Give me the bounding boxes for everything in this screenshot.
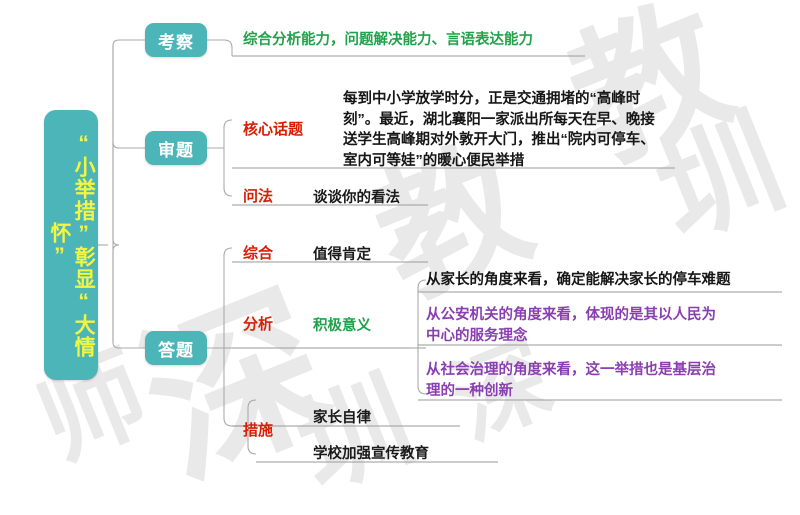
paragraph-line: 每到中小学放学时分，正是交通拥堵的“高峰时	[343, 91, 641, 107]
dati-fenxi-subkey: 积极意义	[313, 318, 371, 334]
fenxi-block-governance: 从社会治理的角度来看，这一举措也是基层治 理的一种创新	[426, 360, 782, 401]
watermark-char: 深	[118, 260, 357, 515]
shenti-core-topic-key: 核心话题	[243, 121, 304, 138]
shenti-question-type-key: 问法	[243, 188, 274, 205]
paragraph-line: 从公安机关的角度来看，体现的是其以人民为	[426, 307, 716, 323]
shenti-core-topic-paragraph: 每到中小学放学时分，正是交通拥堵的“高峰时 刻”。最近，湖北襄阳一家派出所每天在…	[343, 89, 688, 171]
branch-node-dati[interactable]: 答题	[145, 331, 207, 365]
cuoshi-value-1: 家长自律	[313, 410, 371, 426]
watermark-char: 圳	[280, 355, 430, 515]
fenxi-block-parent: 从家长的角度来看，确定能解决家长的停车难题	[426, 270, 782, 291]
paragraph-line: 理的一种创新	[426, 382, 513, 399]
paragraph-line: 室内可等娃”的暖心便民举措	[343, 152, 525, 169]
shenti-question-type-value: 谈谈你的看法	[313, 190, 400, 206]
fenxi-block-police: 从公安机关的角度来看，体现的是其以人民为 中心的服务理念	[426, 305, 782, 346]
dati-cuoshi-key: 措施	[243, 422, 274, 439]
mindmap-canvas: 教 圳 教 深 师 圳 深	[21, 0, 800, 515]
root-node[interactable]: “小举措”彰显“大情怀”	[44, 110, 98, 380]
paragraph-line: 刻”。最近，湖北襄阳一家派出所每天在早、晚接	[343, 111, 655, 128]
dati-zonghe-value: 值得肯定	[313, 247, 371, 263]
cuoshi-value-2: 学校加强宣传教育	[313, 446, 429, 462]
branch-node-shenti[interactable]: 审题	[145, 131, 207, 165]
paragraph-line: 从家长的角度来看，确定能解决家长的停车难题	[426, 272, 731, 288]
branch-node-kaocha[interactable]: 考察	[145, 23, 207, 57]
dati-zonghe-key: 综合	[243, 245, 274, 262]
paragraph-line: 中心的服务理念	[426, 327, 528, 344]
dati-fenxi-key: 分析	[243, 316, 274, 333]
paragraph-line: 从社会治理的角度来看，这一举措也是基层治	[426, 362, 716, 378]
kaocha-ability-text: 综合分析能力，问题解决能力、言语表达能力	[243, 32, 533, 48]
paragraph-line: 送学生高峰期对外敦开大门，推出“院内可停车、	[343, 132, 655, 149]
